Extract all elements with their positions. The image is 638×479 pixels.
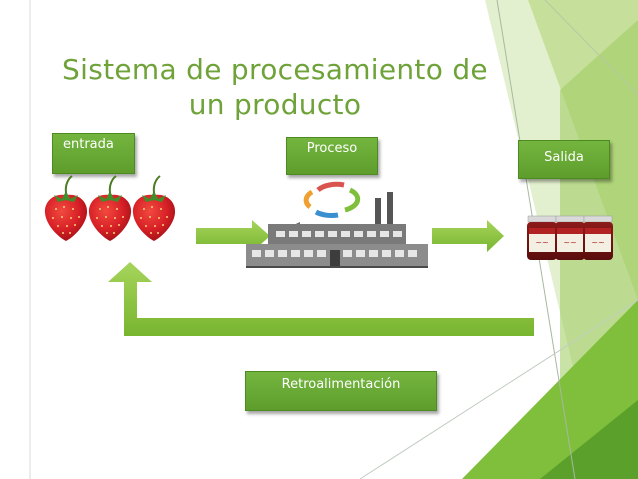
bg-line-3 bbox=[544, 0, 638, 96]
slide-title-line1: Sistema de procesamiento de bbox=[62, 53, 488, 86]
strawberry-icon bbox=[43, 175, 89, 242]
proceso-box: Proceso bbox=[286, 137, 378, 175]
strawberry-group bbox=[43, 175, 177, 242]
strawberry-icon bbox=[131, 175, 177, 242]
feedback-arrow-icon bbox=[108, 262, 534, 336]
factory-icon bbox=[246, 192, 428, 268]
slide-title: Sistema de procesamiento de un producto bbox=[40, 52, 510, 122]
salida-box: Salida bbox=[518, 140, 610, 179]
entrada-box: entrada bbox=[52, 133, 135, 174]
bg-dark-triangle bbox=[462, 300, 638, 479]
strawberry-icon bbox=[87, 175, 133, 242]
jam-jars-icon bbox=[526, 215, 614, 261]
retroalimentacion-box: Retroalimentación bbox=[245, 371, 437, 411]
bg-corner-triangle bbox=[540, 400, 638, 479]
bg-line-2 bbox=[359, 299, 638, 479]
slide-title-line2: un producto bbox=[188, 88, 362, 121]
cycle-arrows-icon bbox=[303, 181, 361, 219]
arrow-output-icon bbox=[432, 220, 504, 252]
